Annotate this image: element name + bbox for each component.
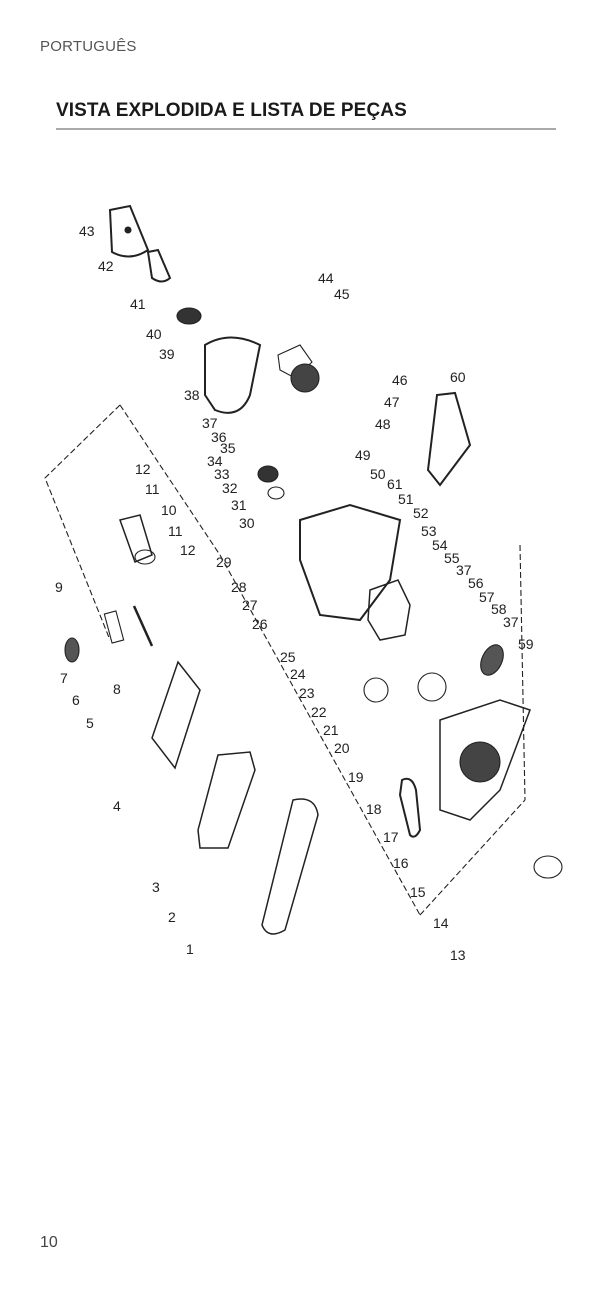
title-divider bbox=[56, 128, 556, 130]
callout-3: 3 bbox=[152, 879, 160, 895]
callout-18: 18 bbox=[366, 801, 382, 817]
callout-35: 35 bbox=[220, 440, 236, 456]
callout-20: 20 bbox=[334, 740, 350, 756]
part-10-drum bbox=[119, 514, 153, 563]
group-outline-right bbox=[519, 544, 526, 801]
part-30-main-housing bbox=[299, 503, 402, 622]
callout-33: 33 bbox=[214, 466, 230, 482]
part-31 bbox=[267, 486, 285, 500]
callout-48: 48 bbox=[375, 416, 391, 432]
part-8-pin bbox=[132, 605, 154, 647]
callout-30: 30 bbox=[239, 515, 255, 531]
callout-40: 40 bbox=[146, 326, 162, 342]
part-4-platen bbox=[151, 660, 201, 770]
part-58-armature bbox=[417, 672, 447, 702]
callout-39: 39 bbox=[159, 346, 175, 362]
callout-5: 5 bbox=[86, 715, 94, 731]
callout-11-a: 11 bbox=[145, 481, 160, 497]
callout-50: 50 bbox=[370, 466, 386, 482]
part-3-frame bbox=[197, 751, 256, 849]
callout-43: 43 bbox=[79, 223, 95, 239]
callout-31: 31 bbox=[231, 497, 247, 513]
callout-24: 24 bbox=[290, 666, 306, 682]
group-outline-main bbox=[219, 554, 421, 916]
part-40 bbox=[176, 307, 202, 325]
callout-27: 27 bbox=[242, 597, 258, 613]
page-title: VISTA EXPLODIDA E LISTA DE PEÇAS bbox=[56, 100, 407, 121]
callout-4: 4 bbox=[113, 798, 121, 814]
callout-47: 47 bbox=[384, 394, 400, 410]
callout-28: 28 bbox=[231, 579, 247, 595]
part-5 bbox=[103, 610, 125, 644]
callout-45: 45 bbox=[334, 286, 350, 302]
part-38-gear-housing bbox=[204, 336, 262, 414]
part-60-cover bbox=[426, 391, 472, 487]
callout-22: 22 bbox=[311, 704, 327, 720]
callout-29: 29 bbox=[216, 554, 232, 570]
callout-13: 13 bbox=[450, 947, 466, 963]
callout-46: 46 bbox=[392, 372, 408, 388]
part-1-belt bbox=[261, 798, 319, 935]
callout-59: 59 bbox=[518, 636, 534, 652]
part-41 bbox=[146, 248, 172, 283]
callout-32: 32 bbox=[222, 480, 238, 496]
callout-7: 7 bbox=[60, 670, 68, 686]
callout-52: 52 bbox=[413, 505, 429, 521]
callout-55: 55 bbox=[444, 550, 460, 566]
callout-57: 57 bbox=[479, 589, 495, 605]
callout-19: 19 bbox=[348, 769, 364, 785]
callout-6: 6 bbox=[72, 692, 80, 708]
part-19 bbox=[363, 677, 389, 703]
part-42-cover bbox=[108, 204, 150, 258]
callout-10: 10 bbox=[161, 502, 177, 518]
callout-37-a: 37 bbox=[202, 415, 218, 431]
callout-9: 9 bbox=[55, 579, 63, 595]
callout-58: 58 bbox=[491, 601, 507, 617]
callout-44: 44 bbox=[318, 270, 334, 286]
callout-2: 2 bbox=[168, 909, 176, 925]
callout-61: 61 bbox=[387, 476, 403, 492]
callout-8: 8 bbox=[113, 681, 121, 697]
callout-54: 54 bbox=[432, 537, 448, 553]
part-16-handle bbox=[398, 777, 422, 838]
callout-56: 56 bbox=[468, 575, 484, 591]
callout-23: 23 bbox=[299, 685, 315, 701]
part-54-stator bbox=[367, 579, 411, 641]
callout-60: 60 bbox=[450, 369, 466, 385]
callout-34: 34 bbox=[207, 453, 223, 469]
group-outline-left-2 bbox=[119, 404, 221, 556]
group-outline-main-2 bbox=[419, 799, 526, 916]
callout-26: 26 bbox=[252, 616, 268, 632]
callout-38: 38 bbox=[184, 387, 200, 403]
callout-12-a: 12 bbox=[135, 461, 151, 477]
part-45-gear bbox=[290, 363, 320, 393]
part-15-housing bbox=[439, 699, 531, 821]
group-outline-left bbox=[44, 404, 121, 641]
callout-51: 51 bbox=[398, 491, 414, 507]
callout-1: 1 bbox=[186, 941, 194, 957]
part-7-spring bbox=[64, 637, 80, 663]
callout-42: 42 bbox=[98, 258, 114, 274]
part-13 bbox=[533, 855, 563, 879]
callout-37-c: 37 bbox=[503, 614, 519, 630]
callout-11-b: 11 bbox=[168, 523, 183, 539]
part-32 bbox=[257, 465, 279, 483]
callout-17: 17 bbox=[383, 829, 399, 845]
callout-12-b: 12 bbox=[180, 542, 196, 558]
callout-41: 41 bbox=[130, 296, 146, 312]
callout-53: 53 bbox=[421, 523, 437, 539]
callout-25: 25 bbox=[280, 649, 296, 665]
callout-36: 36 bbox=[211, 429, 227, 445]
callout-37-b: 37 bbox=[456, 562, 472, 578]
callout-16: 16 bbox=[393, 855, 409, 871]
callout-21: 21 bbox=[323, 722, 339, 738]
page-number: 10 bbox=[40, 1234, 58, 1251]
language-label: PORTUGUÊS bbox=[40, 38, 137, 55]
callout-14: 14 bbox=[433, 915, 449, 931]
callout-15: 15 bbox=[410, 884, 426, 900]
callout-49: 49 bbox=[355, 447, 371, 463]
part-59 bbox=[480, 644, 504, 676]
